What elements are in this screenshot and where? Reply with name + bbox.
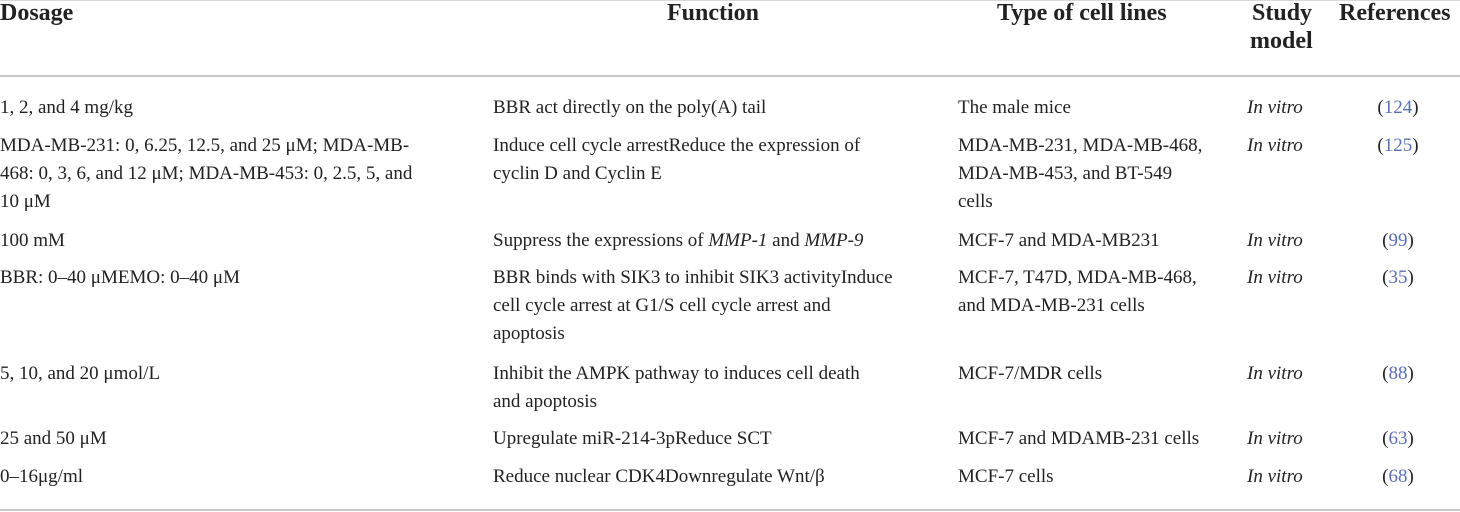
study-model-cell: In vitro xyxy=(1247,428,1303,449)
cell-lines-cell: MCF-7/MDR cells xyxy=(958,363,1103,384)
function-cell: Suppress the expressions of MMP-1 and MM… xyxy=(493,230,864,251)
cell-lines-cell: MDA-MB-231, MDA-MB-468, xyxy=(958,135,1203,156)
function-cell: cell cycle arrest at G1/S cell cycle arr… xyxy=(493,295,831,316)
dosage-cell: 1, 2, and 4 mg/kg xyxy=(0,97,133,118)
reference-link[interactable]: (68) xyxy=(1382,466,1414,487)
dosage-cell: MDA-MB-231: 0, 6.25, 12.5, and 25 μM; MD… xyxy=(0,135,410,156)
header-cell-lines: Type of cell lines xyxy=(997,0,1167,26)
study-model-cell: In vitro xyxy=(1247,97,1303,118)
function-cell: BBR act directly on the poly(A) tail xyxy=(493,97,767,118)
study-model-cell: In vitro xyxy=(1247,466,1303,487)
reference-link[interactable]: (124) xyxy=(1377,97,1419,118)
reference-link[interactable]: (63) xyxy=(1382,428,1414,449)
dosage-cell: 100 mM xyxy=(0,230,65,251)
header-function: Function xyxy=(667,0,760,26)
dosage-cell: 468: 0, 3, 6, and 12 μM; MDA-MB-453: 0, … xyxy=(0,163,413,184)
header-dosage: Dosage xyxy=(0,0,74,26)
table-top-rule xyxy=(0,0,1460,1)
reference-link[interactable]: (35) xyxy=(1382,267,1414,288)
cell-lines-cell: and MDA-MB-231 cells xyxy=(958,295,1145,316)
reference-link[interactable]: (88) xyxy=(1382,363,1414,384)
cell-lines-cell: MCF-7 cells xyxy=(958,466,1054,487)
function-cell: BBR binds with SIK3 to inhibit SIK3 acti… xyxy=(493,267,893,288)
cell-lines-cell: MDA-MB-453, and BT-549 xyxy=(958,163,1173,184)
cell-lines-cell: cells xyxy=(958,191,993,212)
header-study-model-line2: model xyxy=(1250,28,1313,54)
reference-link[interactable]: (125) xyxy=(1377,135,1419,156)
cell-lines-cell: The male mice xyxy=(958,97,1071,118)
function-cell: apoptosis xyxy=(493,323,565,344)
study-model-cell: In vitro xyxy=(1247,363,1303,384)
function-cell: Upregulate miR-214-3pReduce SCT xyxy=(493,428,772,449)
header-study-model-line1: Study xyxy=(1252,0,1313,26)
function-cell: and apoptosis xyxy=(493,391,597,412)
dosage-cell: 25 and 50 μM xyxy=(0,428,107,449)
dosage-cell: BBR: 0–40 μMEMO: 0–40 μM xyxy=(0,267,240,288)
function-cell: Induce cell cycle arrestReduce the expre… xyxy=(493,135,861,156)
function-cell: Reduce nuclear CDK4Downregulate Wnt/β xyxy=(493,466,825,487)
header-references: References xyxy=(1339,0,1451,26)
function-cell: cyclin D and Cyclin E xyxy=(493,163,662,184)
table-bottom-rule xyxy=(0,509,1460,511)
function-cell: Inhibit the AMPK pathway to induces cell… xyxy=(493,363,860,384)
study-model-cell: In vitro xyxy=(1247,135,1303,156)
cell-lines-cell: MCF-7 and MDA-MB231 xyxy=(958,230,1160,251)
dosage-cell: 5, 10, and 20 μmol/L xyxy=(0,363,161,384)
cell-lines-cell: MCF-7 and MDAMB-231 cells xyxy=(958,428,1200,449)
reference-link[interactable]: (99) xyxy=(1382,230,1414,251)
study-model-cell: In vitro xyxy=(1247,230,1303,251)
cell-lines-cell: MCF-7, T47D, MDA-MB-468, xyxy=(958,267,1197,288)
dosage-cell: 0–16μg/ml xyxy=(0,466,84,487)
study-model-cell: In vitro xyxy=(1247,267,1303,288)
header-rule xyxy=(0,75,1460,77)
dosage-cell: 10 μM xyxy=(0,191,51,212)
